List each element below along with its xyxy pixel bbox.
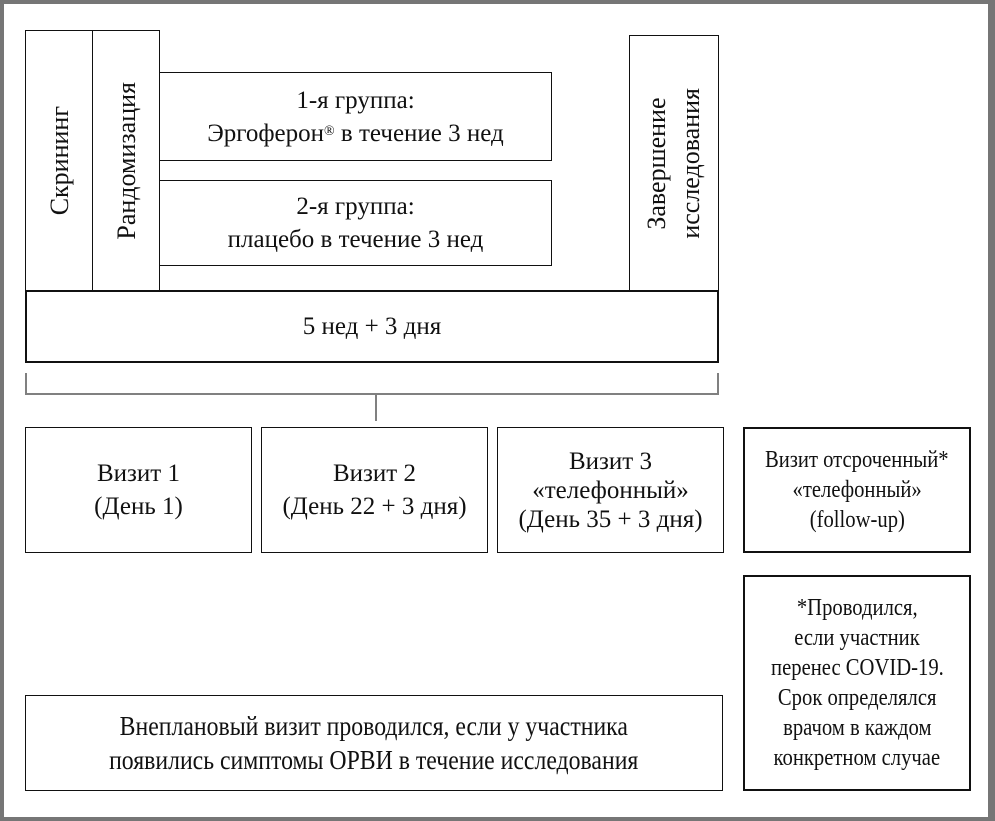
duration-bar: 5 нед + 3 дня bbox=[25, 290, 719, 363]
visit-3-subtitle: «телефонный» bbox=[532, 476, 689, 504]
footnote-line: Срок определялся bbox=[777, 685, 937, 711]
footnote-line: врачом в каждом bbox=[782, 715, 932, 741]
visit-2-box: Визит 2 (День 22 + 3 дня) bbox=[261, 427, 488, 553]
group1-desc: Эргоферон® в течение 3 нед bbox=[207, 117, 504, 150]
group1-drug: Эргоферон bbox=[207, 119, 325, 147]
group1-box: 1-я группа: Эргоферон® в течение 3 нед bbox=[159, 72, 552, 161]
visit-followup-detail: (follow-up) bbox=[809, 507, 905, 533]
visit-followup-box: Визит отсроченный* «телефонный» (follow-… bbox=[743, 427, 971, 553]
bracket-left-tick bbox=[25, 373, 27, 395]
visit-followup-subtitle: «телефонный» bbox=[792, 477, 922, 503]
visit-2-title: Визит 2 bbox=[333, 460, 416, 487]
visit-3-detail: (День 35 + 3 дня) bbox=[518, 505, 703, 533]
visit-3-box: Визит 3 «телефонный» (День 35 + 3 дня) bbox=[497, 427, 724, 553]
visit-1-title: Визит 1 bbox=[97, 460, 180, 487]
unscheduled-line2: появились симптомы ОРВИ в течение исслед… bbox=[109, 745, 639, 775]
visit-1-box: Визит 1 (День 1) bbox=[25, 427, 252, 553]
footnote-line: конкретном случае bbox=[773, 745, 941, 771]
group2-box: 2-я группа: плацебо в течение 3 нед bbox=[159, 180, 552, 266]
unscheduled-line1: Внеплановый визит проводился, если у уча… bbox=[119, 711, 629, 741]
randomization-box: Рандомизация bbox=[92, 30, 160, 292]
screening-label: Скрининг bbox=[44, 106, 74, 216]
screening-box: Скрининг bbox=[25, 30, 93, 292]
group1-title: 1-я группа: bbox=[296, 86, 415, 114]
unscheduled-visit-box: Внеплановый визит проводился, если у уча… bbox=[25, 695, 723, 791]
bracket-horizontal bbox=[25, 393, 719, 395]
footnote-box: *Проводился, если участник перенес COVID… bbox=[743, 575, 971, 791]
completion-line2: исследования bbox=[676, 88, 705, 239]
randomization-label: Рандомизация bbox=[111, 82, 141, 240]
completion-label: Завершение исследования bbox=[640, 88, 708, 239]
visit-3-title: Визит 3 bbox=[569, 447, 652, 475]
visit-followup-title: Визит отсроченный* bbox=[765, 447, 949, 473]
bracket-stem bbox=[375, 393, 377, 421]
group1-duration: в течение 3 нед bbox=[334, 119, 504, 147]
footnote-line: если участник bbox=[794, 625, 920, 651]
completion-box: Завершение исследования bbox=[629, 35, 719, 292]
registered-mark: ® bbox=[324, 123, 335, 139]
bracket-right-tick bbox=[717, 373, 719, 395]
group2-title: 2-я группа: bbox=[296, 193, 415, 220]
footnote-line: перенес COVID-19. bbox=[770, 655, 944, 681]
group2-desc: плацебо в течение 3 нед bbox=[227, 226, 484, 253]
visit-2-detail: (День 22 + 3 дня) bbox=[282, 493, 467, 520]
visit-1-detail: (День 1) bbox=[94, 493, 183, 520]
footnote-line: *Проводился, bbox=[796, 595, 918, 621]
completion-line1: Завершение bbox=[642, 97, 671, 230]
duration-label: 5 нед + 3 дня bbox=[302, 313, 442, 340]
